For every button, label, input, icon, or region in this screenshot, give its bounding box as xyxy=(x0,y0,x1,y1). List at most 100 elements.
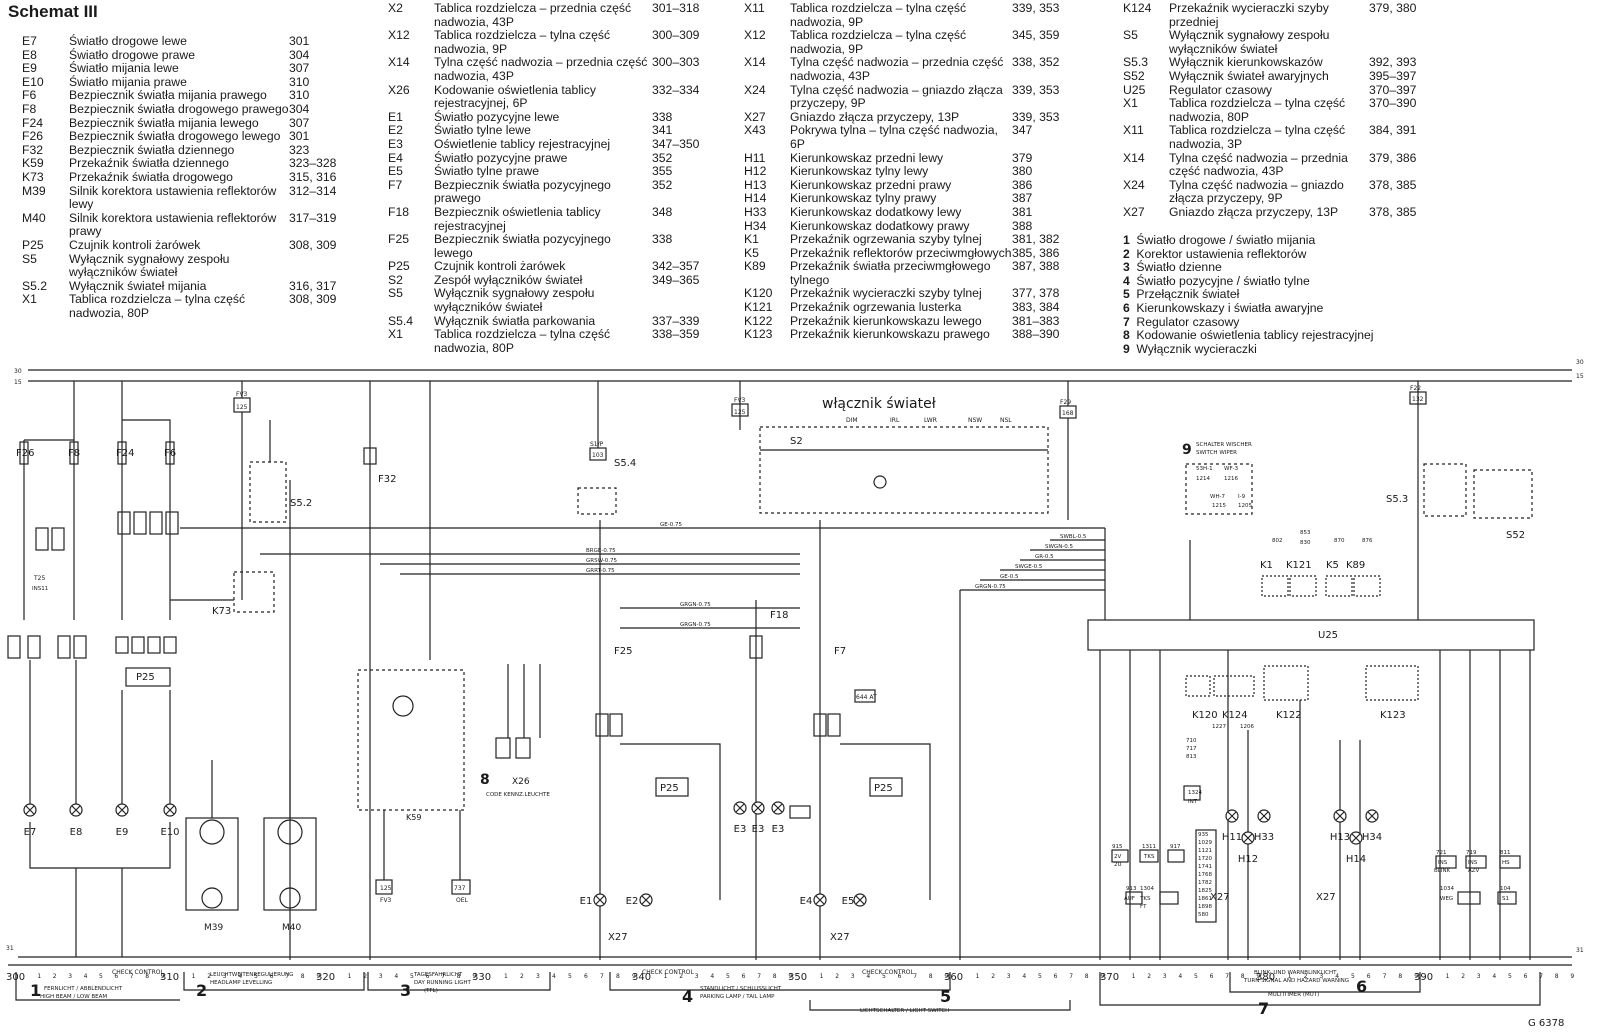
legend-code: K120 xyxy=(744,286,773,301)
k121-relay-frame xyxy=(1289,575,1317,597)
fuse-label: F32 xyxy=(378,474,396,485)
wiper-code: 1205 xyxy=(1238,503,1252,509)
legend-pages: 349–365 xyxy=(652,272,700,287)
code-label: WEG xyxy=(1440,896,1453,902)
code-box xyxy=(451,879,471,895)
scale-tick: 6 xyxy=(584,973,588,980)
relay-code: 580 xyxy=(1198,912,1209,918)
wire-label: SWGN-0.5 xyxy=(1045,544,1074,550)
code-box xyxy=(1435,855,1457,869)
scale-tick: 6 xyxy=(1524,973,1528,980)
section-number: 2 xyxy=(196,981,207,1000)
scale-tick: 7 xyxy=(441,973,445,980)
relay-label: K89 xyxy=(1346,560,1365,571)
legend-pages: 337–339 xyxy=(652,313,700,328)
rhd-marker xyxy=(57,635,71,659)
legend-code: P25 xyxy=(388,259,410,274)
scale-tick: 2 xyxy=(991,973,995,980)
sensor-label: P25 xyxy=(874,783,893,794)
code-label: 913 xyxy=(1126,886,1137,892)
lhd-marker xyxy=(149,511,163,535)
legend-pages: 300–309 xyxy=(652,28,700,43)
legend-pages: 338, 352 xyxy=(1012,55,1060,70)
fuse-label: F24 xyxy=(116,448,134,459)
scale-tick: 9 xyxy=(1570,973,1574,980)
scale-tick: 1 xyxy=(976,973,980,980)
sensor-block xyxy=(115,636,129,654)
figure-ref: G 6378 xyxy=(1528,1018,1564,1029)
scale-tick: 4 xyxy=(866,973,870,980)
lamp-cross xyxy=(595,895,605,905)
scale-tick: 1 xyxy=(1132,973,1136,980)
scale-tick: 2 xyxy=(53,973,57,980)
scale-tick: 9 xyxy=(1256,973,1260,980)
legend-code: K124 xyxy=(1123,1,1152,15)
lamp-label: E8 xyxy=(70,827,83,838)
sensor-block xyxy=(131,636,145,654)
legend-desc: Światło tylne lewe xyxy=(434,123,531,138)
legend-desc: Tylna część nadwozia – przednia część na… xyxy=(434,55,648,83)
bracket-group-3 xyxy=(367,972,551,991)
legend-pages: 339, 353 xyxy=(1012,82,1060,97)
lamp-cross xyxy=(1351,833,1361,843)
legend-pages: 381 xyxy=(1012,204,1033,219)
legend-desc: Przekaźnik reflektorów przeciwmgłowych xyxy=(790,245,1012,260)
legend-code: S5 xyxy=(1123,28,1138,43)
code-box xyxy=(1111,849,1129,863)
scale-tick: 7 xyxy=(1539,973,1543,980)
wire-label: GE-0.75 xyxy=(660,522,682,528)
legend-code: X14 xyxy=(1123,150,1145,165)
wire-lamp-ground xyxy=(29,822,171,869)
legend-code: X14 xyxy=(744,55,766,70)
code-label: TKS xyxy=(1143,854,1155,860)
legend-desc: Przekaźnik światła drogowego xyxy=(69,169,233,184)
legend-desc: Wyłącznik świateł awaryjnych xyxy=(1169,68,1329,83)
relay-code: 876 xyxy=(1362,538,1373,544)
group-number: 5 xyxy=(1123,287,1130,302)
code-label: BLINK xyxy=(1434,868,1451,874)
legend-pages: 342–357 xyxy=(652,259,700,274)
legend-code: H34 xyxy=(744,218,767,233)
scale-mark: 330 xyxy=(472,972,491,983)
fuse-f24-symbol xyxy=(117,441,127,465)
p25-box-mid xyxy=(655,777,689,797)
legend-code: F25 xyxy=(388,232,410,247)
code-fv3: FV3 xyxy=(380,897,392,904)
group-label: Kierunkowskazy i światła awaryjne xyxy=(1133,300,1324,315)
legend-pages: 301–318 xyxy=(652,1,700,15)
relay-code: 1121 xyxy=(1198,848,1212,854)
k73-relay-frame xyxy=(233,571,275,613)
group-legend-item: 9 Wyłącznik wycieraczki xyxy=(1123,342,1374,357)
rail-30-label: 30 xyxy=(1576,359,1584,366)
legend-desc: Tablica rozdzielcza – tylna część nadwoz… xyxy=(434,327,611,355)
k122-relay-frame xyxy=(1263,665,1309,701)
group-number: 3 xyxy=(1123,260,1130,275)
legend-pages: 345, 359 xyxy=(1012,28,1060,43)
bracket-group-6 xyxy=(1229,972,1421,993)
scale-tick: 3 xyxy=(68,973,72,980)
legend-pages: 310 xyxy=(289,88,310,103)
code-label: S1 xyxy=(1502,896,1509,902)
legend-code: E2 xyxy=(388,123,403,138)
scale-tick: 3 xyxy=(379,973,383,980)
switch-label: S5.3 xyxy=(1386,494,1408,505)
rail-15-label: 15 xyxy=(14,379,22,386)
legend-pages: 347–350 xyxy=(652,136,700,151)
legend-desc: Światło drogowe lewe xyxy=(69,34,187,48)
switch-position-label: NSW xyxy=(968,417,982,424)
scale-mark: 380 xyxy=(1256,972,1275,983)
bracket-group-1 xyxy=(15,972,180,1001)
legend-pages: 316, 317 xyxy=(289,278,337,293)
scale-tick: 6 xyxy=(898,973,902,980)
legend-pages: 304 xyxy=(289,47,310,62)
legend-code: X11 xyxy=(1123,123,1144,138)
lamp-label: E4 xyxy=(800,896,813,907)
legend-desc: Tablica rozdzielcza – przednia część nad… xyxy=(434,1,632,29)
legend-pages: 384, 391 xyxy=(1369,123,1417,138)
wire-label: GRSW-0.75 xyxy=(586,558,618,564)
